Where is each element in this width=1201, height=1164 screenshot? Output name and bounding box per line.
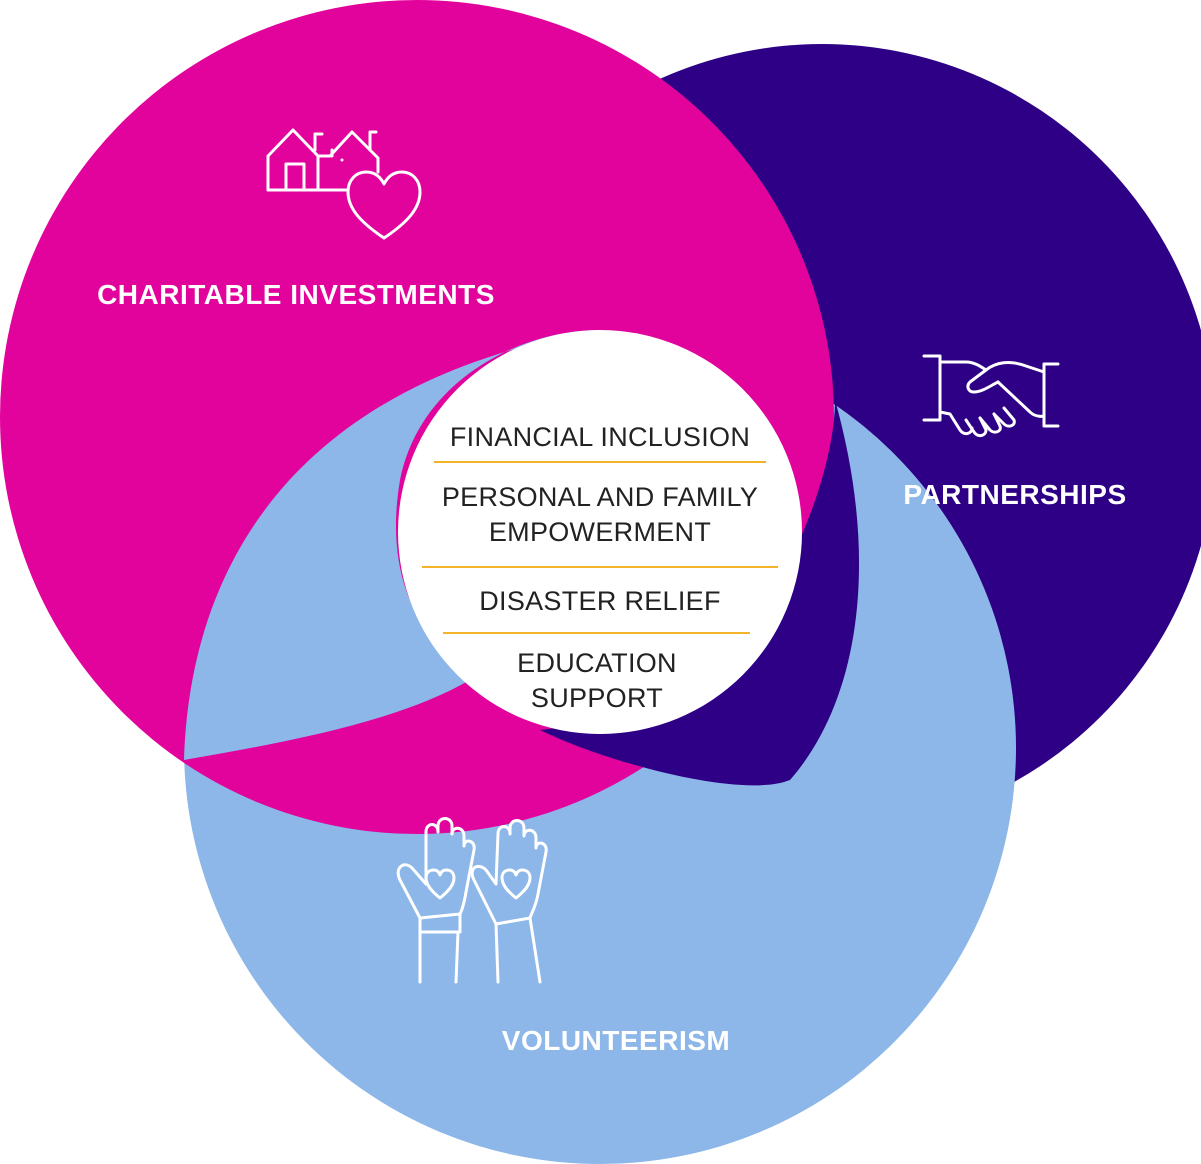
center-item-2-line-1: PERSONAL AND FAMILY: [442, 482, 758, 512]
charitable-investments-label: CHARITABLE INVESTMENTS: [97, 279, 495, 310]
center-item-1: FINANCIAL INCLUSION: [450, 422, 750, 452]
volunteerism-overlap-area: [184, 330, 600, 760]
partnerships-overlap-area: [540, 400, 860, 786]
center-item-4-line-1: EDUCATION: [517, 648, 677, 678]
handshake-icon: [922, 354, 1060, 438]
partnerships-label: PARTNERSHIPS: [903, 479, 1126, 510]
center-item-2-line-2: EMPOWERMENT: [489, 517, 711, 547]
raised-hands-heart-icon: [396, 817, 548, 984]
houses-heart-icon: [266, 128, 422, 240]
volunteerism-label: VOLUNTEERISM: [502, 1025, 730, 1056]
center-item-4-line-2: SUPPORT: [531, 683, 663, 713]
center-item-3: DISASTER RELIEF: [479, 586, 721, 616]
